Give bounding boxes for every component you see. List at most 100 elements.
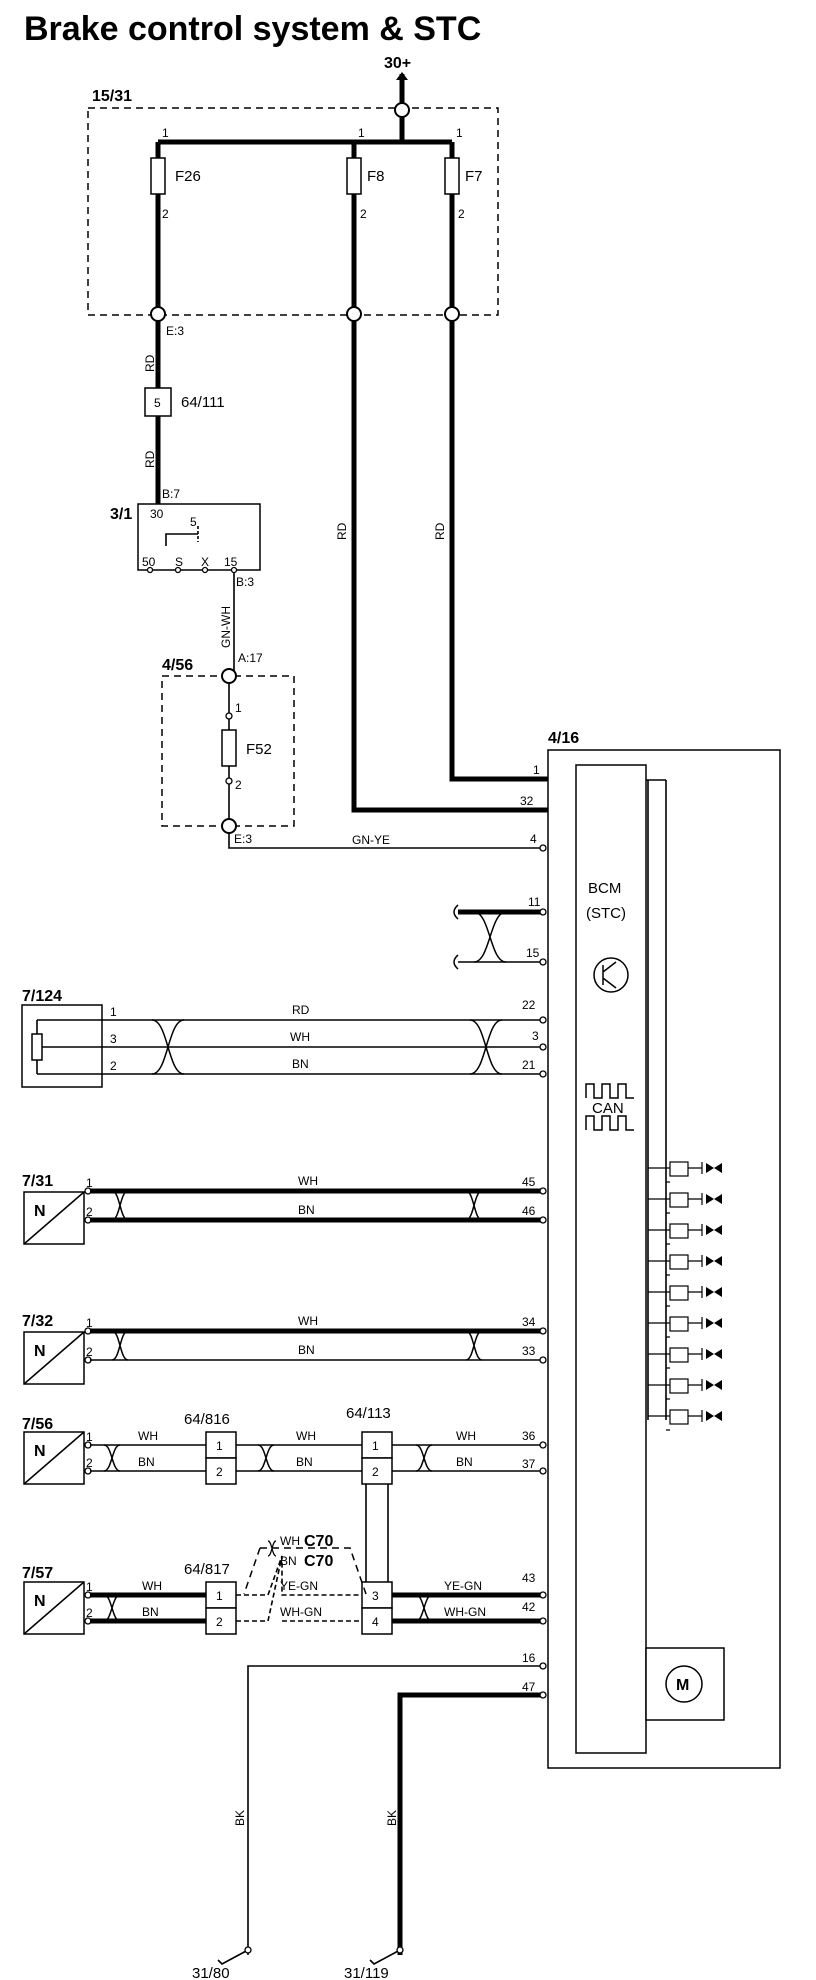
svg-text:BN: BN xyxy=(296,1455,313,1469)
fusebox-15-31: 15/31 1 2 F26 1 2 F8 1 2 F7 xyxy=(87,88,499,338)
can-label: CAN xyxy=(592,1100,624,1117)
svg-text:BN: BN xyxy=(298,1203,315,1217)
svg-text:1: 1 xyxy=(372,1439,379,1453)
svg-text:11: 11 xyxy=(528,895,541,909)
svg-text:2: 2 xyxy=(86,1205,93,1219)
switch-contact-icon xyxy=(165,533,198,546)
svg-text:46: 46 xyxy=(522,1204,536,1218)
svg-text:WH: WH xyxy=(456,1429,476,1443)
svg-text:2: 2 xyxy=(86,1456,93,1470)
wire-color-label: RD xyxy=(433,522,447,540)
fuse-f26-body xyxy=(150,157,166,195)
connector-64-816-id: 64/816 xyxy=(184,1411,230,1428)
svg-text:3: 3 xyxy=(110,1032,117,1046)
valve-group xyxy=(648,1161,722,1431)
supply-arrow-icon xyxy=(396,72,408,80)
connector-64-111 xyxy=(144,387,172,417)
svg-text:1: 1 xyxy=(110,1005,117,1019)
module-4-16: 4/16 BCM (STC) CAN M xyxy=(547,730,781,1769)
twist-icon xyxy=(469,1019,503,1075)
svg-text:BN: BN xyxy=(298,1343,315,1357)
module-subname: (STC) xyxy=(586,905,626,922)
svg-text:15: 15 xyxy=(526,946,540,960)
svg-text:22: 22 xyxy=(522,998,536,1012)
wire-rd-f8 xyxy=(351,321,576,813)
svg-text:42: 42 xyxy=(522,1600,536,1614)
page-title: Brake control system & STC xyxy=(24,10,481,48)
c70-label: C70 xyxy=(304,1553,333,1570)
sensor-glyph: N xyxy=(34,1443,46,1460)
fuse-f52-label: F52 xyxy=(246,741,272,758)
twist-icon xyxy=(151,1019,185,1075)
fuse-f7-label: F7 xyxy=(465,168,483,185)
svg-text:X: X xyxy=(201,555,209,569)
can-bus-icon xyxy=(585,1083,634,1131)
svg-text:21: 21 xyxy=(522,1058,536,1072)
svg-text:BK: BK xyxy=(385,1810,399,1826)
svg-text:36: 36 xyxy=(522,1429,536,1443)
wires-7-57: WH BN WH C70 BN C70 YE-GN WH-GN YE-GN WH… xyxy=(90,1533,547,1625)
svg-text:2: 2 xyxy=(86,1606,93,1620)
transistor-icon xyxy=(593,957,629,993)
svg-text:4: 4 xyxy=(372,1615,379,1629)
sensor-id: 7/56 xyxy=(22,1416,53,1433)
ground-icon xyxy=(369,1949,401,1965)
sensor-7-56: 7/56N 1 2 xyxy=(22,1416,93,1485)
fusebox-connector-label: E:3 xyxy=(166,324,184,338)
svg-text:1: 1 xyxy=(456,126,463,140)
twist-icon xyxy=(257,1444,275,1472)
svg-text:BN: BN xyxy=(138,1455,155,1469)
connector-node xyxy=(346,306,362,322)
supply-node xyxy=(394,102,410,118)
svg-text:1: 1 xyxy=(86,1430,93,1444)
wire-color-label: RD xyxy=(143,450,157,468)
fuse-f7-body xyxy=(444,157,460,195)
potentiometer-icon xyxy=(31,1033,43,1061)
twist-icon xyxy=(267,1540,277,1557)
wire-break-icon xyxy=(453,954,459,970)
svg-text:E:3: E:3 xyxy=(234,832,252,846)
svg-text:3: 3 xyxy=(532,1029,539,1043)
svg-text:WH-GN: WH-GN xyxy=(444,1605,486,1619)
svg-text:43: 43 xyxy=(522,1571,536,1585)
svg-text:1: 1 xyxy=(358,126,365,140)
twist-icon xyxy=(415,1444,433,1472)
module-pins: 1 32 4 11 15 22 3 21 45 46 34 33 36 37 4… xyxy=(520,763,547,1694)
svg-text:4: 4 xyxy=(530,832,537,846)
svg-text:BN: BN xyxy=(142,1605,159,1619)
svg-text:1: 1 xyxy=(86,1176,93,1190)
svg-text:5: 5 xyxy=(190,515,197,529)
svg-text:2: 2 xyxy=(372,1465,379,1479)
svg-text:1: 1 xyxy=(86,1580,93,1594)
module-name: BCM xyxy=(588,880,621,897)
svg-text:2: 2 xyxy=(235,778,242,792)
supply-label: 30+ xyxy=(384,55,411,72)
fusebox-4-56: 4/56 A:17 1 2 F52 E:3 xyxy=(161,651,295,846)
c70-label: C70 xyxy=(304,1533,333,1550)
twist-icon xyxy=(111,1190,129,1221)
fuse-f8-label: F8 xyxy=(367,168,385,185)
ground-label: 31/119 xyxy=(344,1965,389,1980)
svg-text:50: 50 xyxy=(142,555,156,569)
svg-text:30: 30 xyxy=(150,507,164,521)
fuse-f7: 1 2 F7 xyxy=(444,126,483,312)
svg-text:45: 45 xyxy=(522,1175,536,1189)
wire-color-label: GN-YE xyxy=(352,833,390,847)
svg-text:15: 15 xyxy=(224,555,238,569)
connector-64-817-id: 64/817 xyxy=(184,1561,230,1578)
svg-text:WH: WH xyxy=(280,1534,300,1548)
c70-outline xyxy=(243,1547,367,1595)
fuse-f52-body xyxy=(221,729,237,767)
sensor-glyph: N xyxy=(34,1203,46,1220)
svg-text:2: 2 xyxy=(360,207,367,221)
motor-icon: M xyxy=(645,1647,725,1721)
ignition-switch-3-1: 3/1 30 5 50 S X 15 B:3 xyxy=(110,503,261,589)
fuse-f26-label: F26 xyxy=(175,168,201,185)
wires-7-56: WH BN WH BN WH BN xyxy=(90,1429,547,1475)
svg-text:1: 1 xyxy=(235,701,242,715)
ground-wires: BK BK 31/80 31/119 xyxy=(192,1662,547,1980)
